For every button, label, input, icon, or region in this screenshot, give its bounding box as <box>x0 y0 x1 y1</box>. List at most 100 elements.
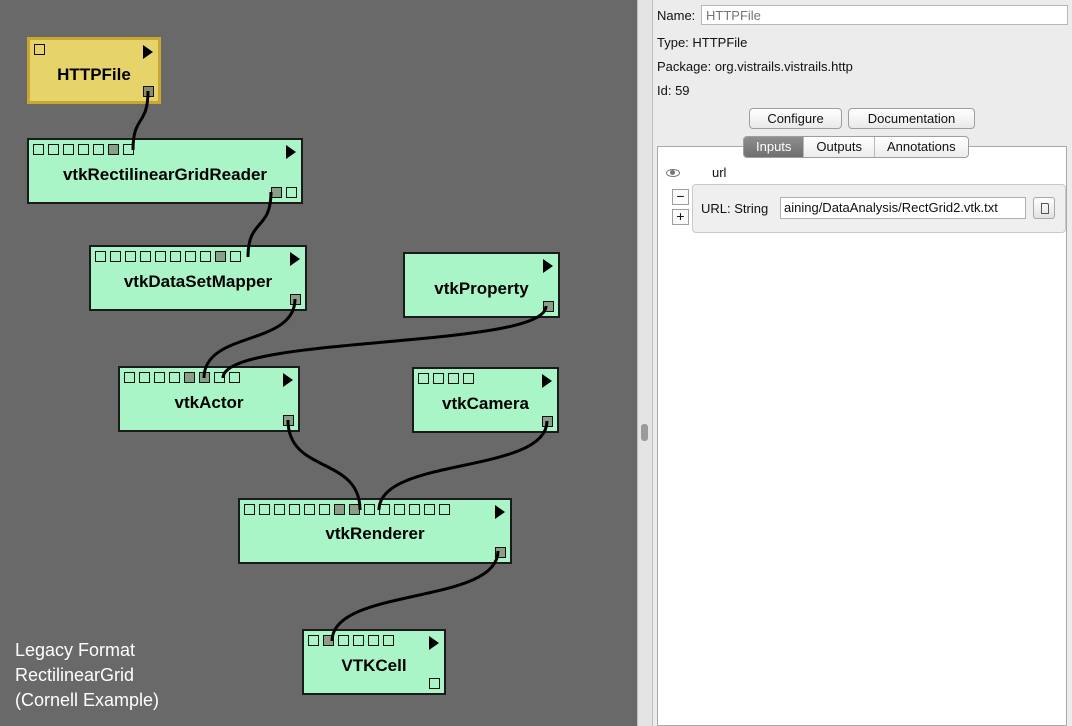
input-port[interactable] <box>229 372 240 383</box>
output-ports <box>283 415 294 426</box>
input-port[interactable] <box>368 635 379 646</box>
note-line: (Cornell Example) <box>15 690 160 710</box>
input-port[interactable] <box>214 372 225 383</box>
input-port[interactable] <box>424 504 435 515</box>
play-arrow-icon[interactable] <box>429 636 439 650</box>
input-port[interactable] <box>244 504 255 515</box>
module-camera[interactable]: vtkCamera <box>412 367 559 433</box>
documentation-button[interactable]: Documentation <box>848 108 975 129</box>
input-port[interactable] <box>123 144 134 155</box>
play-arrow-icon[interactable] <box>286 145 296 159</box>
tab-outputs[interactable]: Outputs <box>803 137 874 157</box>
output-port[interactable] <box>429 678 440 689</box>
input-port[interactable] <box>185 251 196 262</box>
input-port[interactable] <box>139 372 150 383</box>
eye-icon[interactable] <box>666 169 680 177</box>
module-properties-panel: Name: Type: HTTPFile Package: org.vistra… <box>653 0 1072 726</box>
input-port[interactable] <box>78 144 89 155</box>
pipeline-canvas[interactable]: Legacy Format RectilinearGrid (Cornell E… <box>0 0 637 726</box>
input-port[interactable] <box>110 251 121 262</box>
module-mapper[interactable]: vtkDataSetMapper <box>89 245 307 311</box>
input-port[interactable] <box>33 144 44 155</box>
input-port[interactable] <box>170 251 181 262</box>
module-name-input[interactable] <box>701 5 1068 25</box>
configure-button[interactable]: Configure <box>749 108 842 129</box>
input-port[interactable] <box>169 372 180 383</box>
input-port[interactable] <box>124 372 135 383</box>
module-actor[interactable]: vtkActor <box>118 366 300 432</box>
remove-value-button[interactable]: − <box>672 189 689 205</box>
input-port[interactable] <box>349 504 360 515</box>
input-port[interactable] <box>108 144 119 155</box>
play-arrow-icon[interactable] <box>143 45 153 59</box>
input-port[interactable] <box>463 373 474 384</box>
input-port[interactable] <box>379 504 390 515</box>
module-httpfile[interactable]: HTTPFile <box>27 37 161 104</box>
url-input[interactable]: aining/DataAnalysis/RectGrid2.vtk.txt <box>780 197 1026 219</box>
input-port[interactable] <box>353 635 364 646</box>
input-port[interactable] <box>433 373 444 384</box>
input-port[interactable] <box>93 144 104 155</box>
input-port[interactable] <box>95 251 106 262</box>
input-port[interactable] <box>199 372 210 383</box>
input-port[interactable] <box>323 635 334 646</box>
input-port[interactable] <box>259 504 270 515</box>
input-port[interactable] <box>34 44 45 55</box>
input-port[interactable] <box>448 373 459 384</box>
input-port[interactable] <box>274 504 285 515</box>
input-port[interactable] <box>334 504 345 515</box>
output-port[interactable] <box>542 416 553 427</box>
tab-annotations[interactable]: Annotations <box>873 137 968 157</box>
splitter-handle[interactable] <box>641 424 648 441</box>
module-renderer[interactable]: vtkRenderer <box>238 498 512 564</box>
input-port[interactable] <box>304 504 315 515</box>
input-port[interactable] <box>319 504 330 515</box>
output-port[interactable] <box>495 547 506 558</box>
output-port[interactable] <box>290 294 301 305</box>
module-property[interactable]: vtkProperty <box>403 252 560 318</box>
tab-inputs[interactable]: Inputs <box>744 137 804 157</box>
play-arrow-icon[interactable] <box>495 505 505 519</box>
input-port[interactable] <box>140 251 151 262</box>
play-arrow-icon[interactable] <box>283 373 293 387</box>
connection-wire[interactable] <box>286 419 362 511</box>
connection-wire[interactable] <box>330 550 500 642</box>
module-reader[interactable]: vtkRectilinearGridReader <box>27 138 303 204</box>
add-value-button[interactable]: + <box>672 209 689 225</box>
input-port[interactable] <box>155 251 166 262</box>
output-port[interactable] <box>283 415 294 426</box>
input-port[interactable] <box>48 144 59 155</box>
input-port[interactable] <box>215 251 226 262</box>
input-port[interactable] <box>409 504 420 515</box>
input-port-name: url <box>712 165 727 180</box>
output-port[interactable] <box>543 301 554 312</box>
input-port[interactable] <box>394 504 405 515</box>
input-port[interactable] <box>439 504 450 515</box>
note-line: Legacy Format <box>15 640 136 660</box>
file-browse-icon[interactable] <box>1033 197 1055 219</box>
module-vtkcell[interactable]: VTKCell <box>302 629 446 695</box>
output-ports <box>543 301 554 312</box>
input-port[interactable] <box>364 504 375 515</box>
input-port[interactable] <box>200 251 211 262</box>
output-port[interactable] <box>143 86 154 97</box>
input-port[interactable] <box>383 635 394 646</box>
output-port[interactable] <box>271 187 282 198</box>
connection-wire[interactable] <box>377 420 549 511</box>
input-port[interactable] <box>154 372 165 383</box>
input-port[interactable] <box>125 251 136 262</box>
play-arrow-icon[interactable] <box>543 259 553 273</box>
panel-splitter[interactable] <box>637 0 653 726</box>
output-port[interactable] <box>286 187 297 198</box>
play-arrow-icon[interactable] <box>290 252 300 266</box>
input-port[interactable] <box>338 635 349 646</box>
input-port[interactable] <box>230 251 241 262</box>
play-arrow-icon[interactable] <box>542 374 552 388</box>
input-ports <box>33 144 134 155</box>
module-package: Package: org.vistrails.vistrails.http <box>657 59 853 74</box>
input-port[interactable] <box>289 504 300 515</box>
input-port[interactable] <box>308 635 319 646</box>
input-port[interactable] <box>184 372 195 383</box>
input-port[interactable] <box>418 373 429 384</box>
input-port[interactable] <box>63 144 74 155</box>
